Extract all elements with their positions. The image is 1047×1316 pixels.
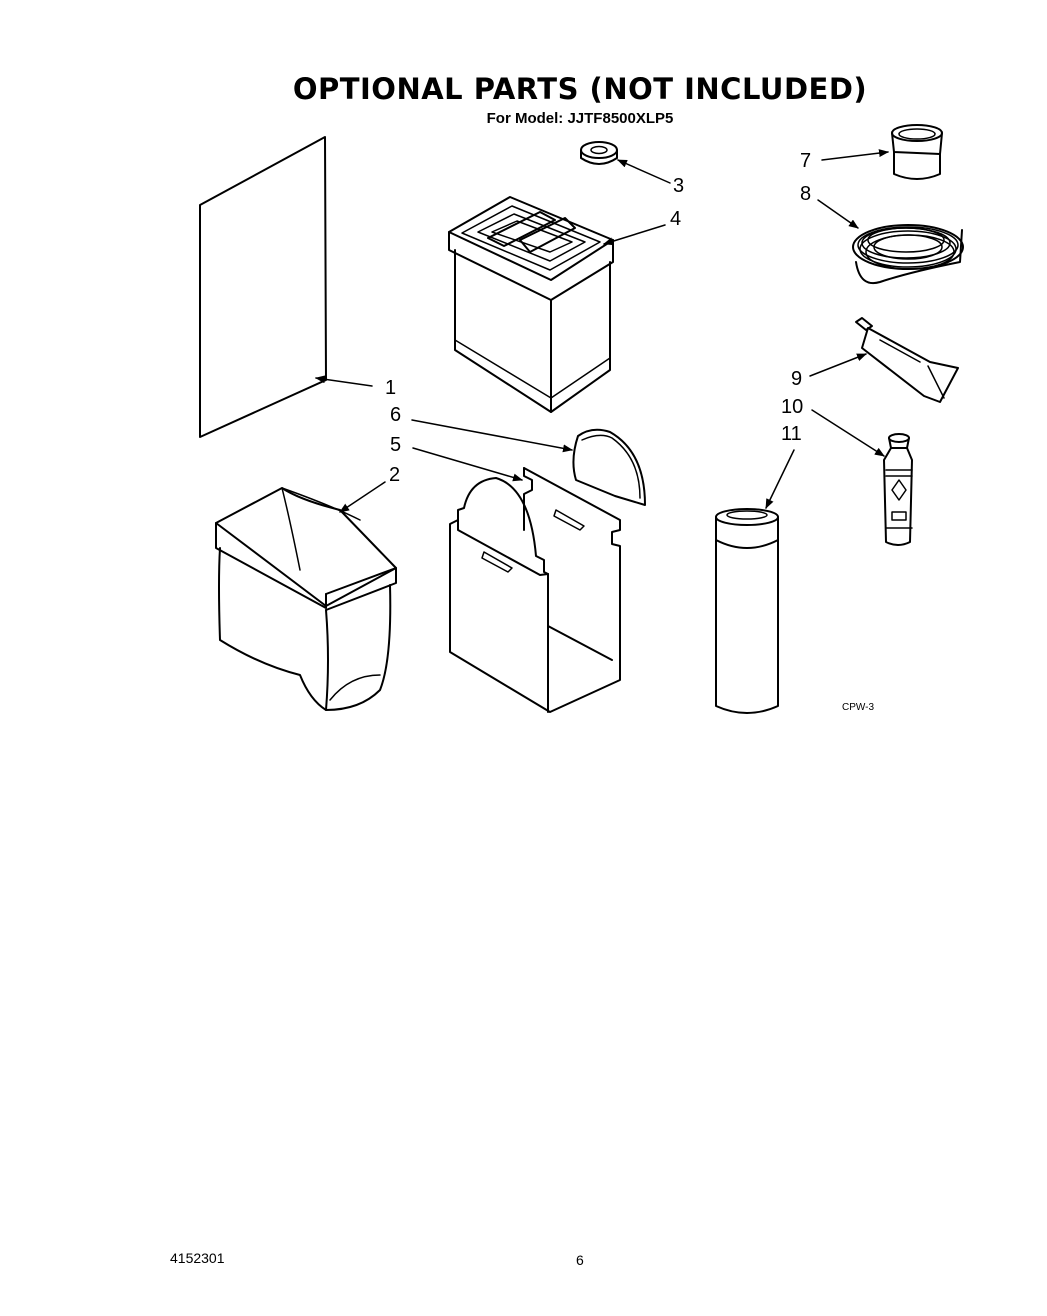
leader-line-6 (411, 419, 573, 453)
callout-4: 4 (670, 208, 681, 230)
leader-line-1 (315, 375, 373, 387)
model-subtitle: For Model: JJTF8500XLP5 (486, 110, 674, 127)
leader-line-5 (412, 447, 523, 482)
callout-10: 10 (781, 396, 803, 418)
leader-line-2 (339, 481, 386, 513)
part-9-tube (855, 317, 959, 403)
leader-line-10 (811, 409, 885, 457)
part-3-cap (580, 141, 618, 165)
part-1-panel (199, 136, 327, 438)
leader-line-8 (817, 199, 859, 229)
leader-line-3 (617, 159, 671, 184)
callout-6: 6 (390, 404, 401, 426)
callout-9: 9 (791, 368, 802, 390)
page-number: 6 (576, 1252, 584, 1268)
leader-lines (315, 149, 889, 513)
callout-3: 3 (673, 175, 684, 197)
part-2-bag (215, 487, 397, 711)
callout-1: 1 (385, 377, 396, 399)
leader-line-4 (603, 224, 666, 246)
callout-8: 8 (800, 183, 811, 205)
callout-2: 2 (389, 464, 400, 486)
part-5-bag-holder (449, 467, 621, 713)
diagram-code: CPW-3 (842, 702, 874, 713)
part-11-spray-can (715, 508, 779, 714)
callout-11: 11 (781, 423, 802, 445)
leader-line-9 (809, 353, 867, 377)
part-7-jar (891, 124, 943, 180)
page-title: OPTIONAL PARTS (NOT INCLUDED) (292, 72, 868, 106)
leader-line-11 (765, 449, 795, 509)
callout-7: 7 (800, 150, 811, 172)
callout-5: 5 (390, 434, 401, 456)
document-number: 4152301 (170, 1250, 225, 1266)
leader-line-7 (821, 149, 889, 161)
part-6-retainer (572, 428, 646, 506)
part-4-container (448, 196, 614, 413)
part-10-marker (883, 433, 913, 546)
part-8-coil (852, 224, 964, 284)
